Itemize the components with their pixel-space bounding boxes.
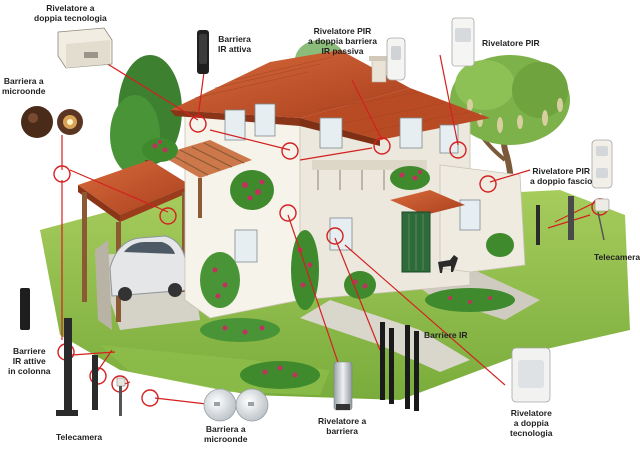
ir-column-icon [20,288,98,416]
label-dual-tech-bottom: Rivelatore a doppia tecnologia [510,408,553,438]
dual-tech-detector-bottom-icon [511,347,551,403]
label-pir-double-barrier: Rivelatore PIR a doppia barriera IR pass… [308,26,377,56]
label-ir-active-barrier: Barriera IR attiva [218,34,252,54]
microwave-barrier-icon [21,106,83,138]
marker-pir-window [449,141,467,159]
marker-carport-camera [159,207,177,225]
label-camera-left: Telecamera [56,432,103,442]
garden-stake-icon [536,205,540,245]
dual-tech-detector-icon [57,27,113,69]
camera-post-left-icon [116,377,126,416]
label-microwave-barrier-bottom: Barriera a microonde [204,424,248,444]
pir-detector-icon [451,17,475,67]
pir-curtain-detector-icon [386,37,406,81]
ir-barrier-posts-icon [380,322,419,411]
carport [78,160,190,330]
flower-beds [142,138,515,389]
marker-pir-curtain [373,137,391,155]
label-pir-double-beam: Rivelatore PIR a doppio fascio [530,166,593,186]
label-pir-detector: Rivelatore PIR [482,38,540,48]
marker-carport-post [53,165,71,183]
microwave-transceiver-icon [203,388,269,422]
barrier-detector-icon [333,361,353,411]
label-ir-barriers: Barriere IR [424,330,468,340]
label-microwave-barrier-left: Barriera a microonde [2,76,46,96]
label-camera-right: Telecamera [594,252,640,262]
marker-dual-tech-roof [189,115,207,133]
pir-double-beam-icon [568,139,613,240]
marker-window-sensor [326,227,344,245]
marker-pir-double-beam [479,175,497,193]
label-barrier-detector: Rivelatore a barriera [318,416,367,436]
marker-ir-active-wall [281,142,299,160]
label-dual-tech-top: Rivelatore a doppia tecnologia [34,3,107,23]
marker-door-sensor [279,204,297,222]
marker-microwave [141,389,159,407]
ir-barrier-icon [197,30,209,74]
security-camera-icon [594,198,610,241]
label-ir-columns: Barriere IR attive in colonna [8,346,51,376]
